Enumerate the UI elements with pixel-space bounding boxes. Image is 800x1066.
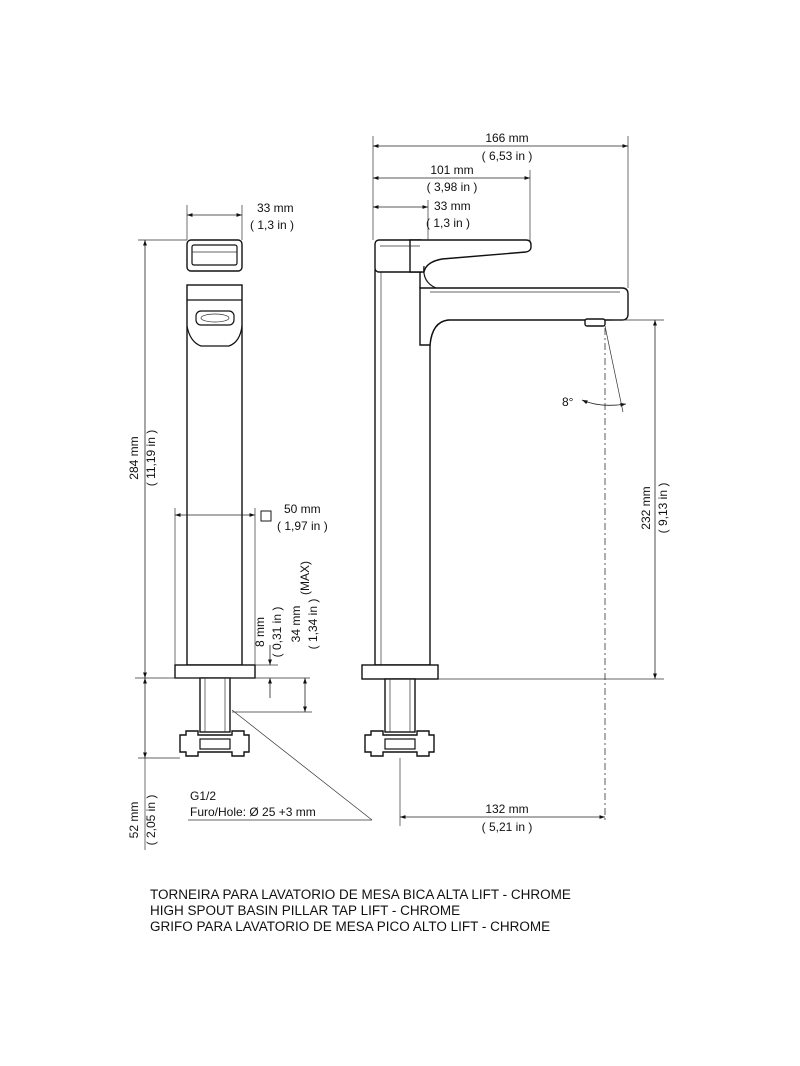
dim-lever-reach: 101 mm ( 3,98 in ) (373, 163, 531, 242)
caption-line-en: HIGH SPOUT BASIN PILLAR TAP LIFT - CHROM… (150, 903, 460, 918)
square-symbol-icon (260, 510, 272, 522)
side-view: 166 mm ( 6,53 in ) 101 mm ( 3,98 in ) 33… (361, 131, 670, 834)
dim-label-in: ( 3,98 in ) (427, 180, 478, 194)
side-body (374, 269, 450, 666)
dim-label-mm: 166 mm (485, 131, 528, 145)
dim-front-height: 284 mm ( 11,19 in ) (127, 239, 310, 679)
dim-label-mm: 52 mm (127, 802, 141, 839)
dim-label-mm: 33 mm (257, 201, 294, 215)
thread-callout: G1/2 Furo/Hole: Ø 25 +3 mm (188, 709, 373, 821)
side-fixing-nut (364, 730, 435, 757)
dim-front-top-width: 33 mm ( 1,3 in ) (186, 201, 294, 240)
dim-label-mm: 132 mm (485, 802, 528, 816)
side-shank (384, 678, 416, 733)
dim-spout-reach: 132 mm ( 5,21 in ) (399, 758, 605, 834)
dim-label-in: ( 0,31 in ) (270, 607, 284, 658)
dim-label-in: ( 6,53 in ) (482, 149, 533, 163)
front-shank (199, 677, 231, 733)
dim-label-mm: 8 mm (253, 617, 267, 647)
side-spout (419, 287, 629, 346)
dim-spout-height: 232 mm ( 9,13 in ) (438, 319, 670, 680)
dim-base-thickness: 8 mm ( 0,31 in ) (253, 607, 284, 698)
dim-base-square: 50 mm ( 1,97 in ) (174, 502, 328, 665)
dim-label-mm: 284 mm (127, 436, 141, 479)
side-aerator (584, 318, 606, 327)
dim-shank-length: 52 mm ( 2,05 in ) (127, 678, 180, 850)
angle-label: 8° (562, 395, 574, 409)
dim-note-max: (MAX) (298, 561, 312, 595)
hole-label: Furo/Hole: Ø 25 +3 mm (190, 805, 316, 819)
front-handle (186, 239, 243, 272)
dim-counter-max: 34 mm ( 1,34 in ) (MAX) (232, 561, 320, 713)
side-base-plate (361, 664, 439, 680)
dim-label-in: ( 1,3 in ) (250, 218, 294, 232)
dim-body-width: 33 mm ( 1,3 in ) (373, 199, 471, 240)
thread-label: G1/2 (190, 789, 216, 803)
dim-stream-angle: 8° (562, 325, 627, 413)
front-base-plate (174, 664, 256, 679)
dim-label-in: ( 2,05 in ) (144, 795, 158, 846)
caption-line-es: GRIFO PARA LAVATORIO DE MESA PICO ALTO L… (150, 919, 550, 934)
dim-label-mm: 50 mm (284, 502, 321, 516)
dim-overall-depth: 166 mm ( 6,53 in ) (372, 131, 629, 288)
dim-label-mm: 232 mm (639, 486, 653, 529)
front-body (186, 284, 243, 666)
dim-label-in: ( 5,21 in ) (482, 820, 533, 834)
dim-label-in: ( 9,13 in ) (656, 483, 670, 534)
dim-label-mm: 33 mm (434, 199, 471, 213)
front-fixing-nut (179, 730, 250, 757)
dim-label-in: ( 1,3 in ) (426, 216, 470, 230)
side-lever-handle (374, 239, 532, 289)
dim-label-in: ( 11,19 in ) (144, 430, 158, 486)
dim-label-in: ( 1,34 in ) (306, 599, 320, 650)
caption-line-pt: TORNEIRA PARA LAVATORIO DE MESA BICA ALT… (150, 887, 571, 902)
product-caption: TORNEIRA PARA LAVATORIO DE MESA BICA ALT… (150, 887, 571, 934)
front-aerator (195, 310, 235, 326)
dim-label-mm: 101 mm (430, 163, 473, 177)
dim-label-in: ( 1,97 in ) (277, 519, 328, 533)
dim-label-mm: 34 mm (289, 606, 303, 643)
front-view: 33 mm ( 1,3 in ) 284 mm ( 11,19 in ) 52 … (127, 201, 373, 850)
